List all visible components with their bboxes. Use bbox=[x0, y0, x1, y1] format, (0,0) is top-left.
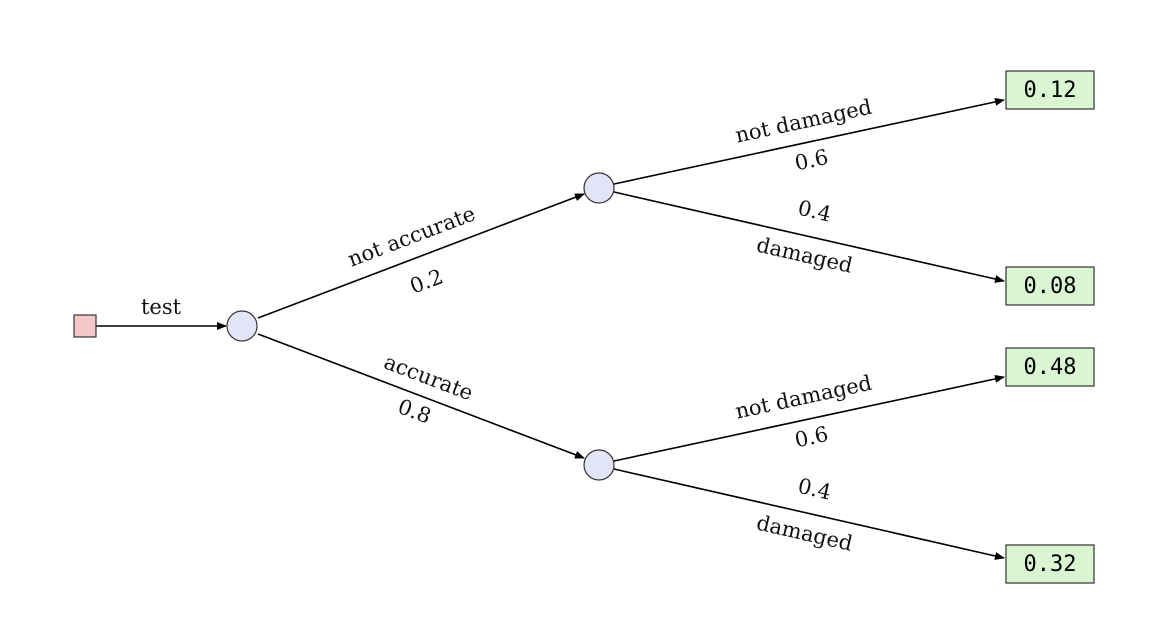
prob-bottom-damaged: 0.4 bbox=[796, 474, 834, 505]
prob-top-not-damaged: 0.6 bbox=[793, 145, 831, 176]
label-accurate: accurate bbox=[381, 350, 476, 405]
leaf-2-value: 0.08 bbox=[1024, 274, 1077, 299]
label-not-accurate: not accurate bbox=[344, 201, 478, 271]
label-top-damaged: damaged bbox=[754, 233, 855, 278]
edge-not-accurate bbox=[257, 193, 585, 319]
leaf-4: 0.32 bbox=[1005, 544, 1095, 584]
edge-top-damaged bbox=[613, 191, 1005, 283]
label-bottom-damaged: damaged bbox=[754, 511, 855, 556]
label-top-not-damaged: not damaged bbox=[733, 95, 874, 148]
edge-bottom-damaged bbox=[613, 468, 1005, 560]
prob-bottom-not-damaged: 0.6 bbox=[793, 422, 831, 453]
label-bottom-not-damaged: not damaged bbox=[733, 371, 874, 424]
edge-top-not-damaged bbox=[613, 97, 1005, 185]
prob-top-damaged: 0.4 bbox=[796, 196, 834, 227]
leaf-4-value: 0.32 bbox=[1024, 552, 1077, 577]
edge-bottom-not-damaged bbox=[613, 374, 1005, 462]
leaf-3-value: 0.48 bbox=[1024, 355, 1077, 380]
chance-node-not-accurate bbox=[583, 172, 615, 204]
leaf-1-value: 0.12 bbox=[1024, 78, 1077, 103]
leaf-2: 0.08 bbox=[1005, 266, 1095, 306]
prob-not-accurate: 0.2 bbox=[407, 264, 447, 298]
chance-node-root bbox=[226, 310, 258, 342]
leaf-3: 0.48 bbox=[1005, 347, 1095, 387]
label-test: test bbox=[141, 295, 182, 319]
decision-node bbox=[73, 314, 97, 338]
chance-node-accurate bbox=[583, 449, 615, 481]
leaf-1: 0.12 bbox=[1005, 70, 1095, 110]
edge-accurate bbox=[257, 333, 585, 459]
